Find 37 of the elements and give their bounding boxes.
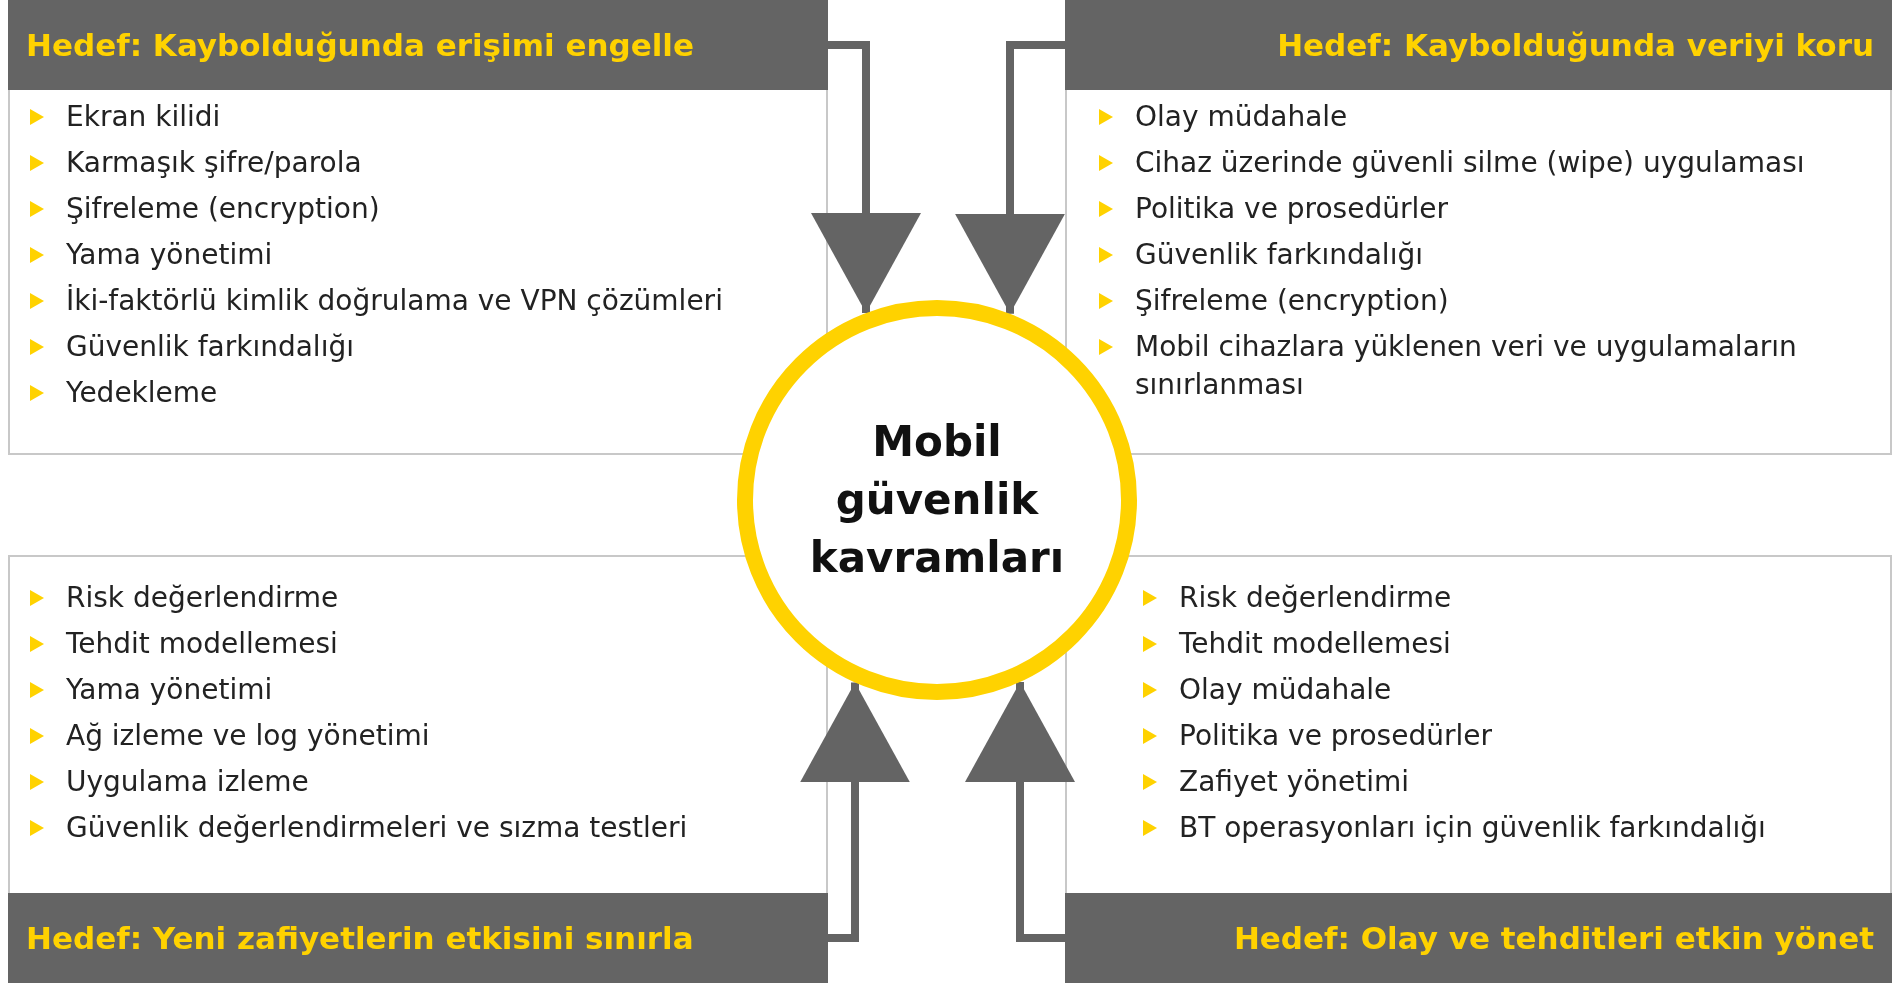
goal-heading: Hedef: Yeni zafiyetlerin etkisini sınırla (8, 893, 828, 983)
list-item: Ağ izleme ve log yönetimi (66, 718, 430, 754)
list-item: Şifreleme (encryption) (66, 191, 380, 227)
list-item: Şifreleme (encryption) (1135, 283, 1449, 319)
arrow (965, 682, 1075, 942)
circle-title: Mobil güvenlik kavramları (808, 416, 1066, 584)
goal-heading: Hedef: Kaybolduğunda veriyi koru (1065, 0, 1892, 90)
list-item: Yama yönetimi (66, 237, 273, 273)
arrow (800, 682, 910, 942)
goal-panel (8, 0, 828, 455)
list-item: Zafiyet yönetimi (1179, 764, 1410, 800)
list-item: Olay müdahale (1135, 99, 1348, 135)
list-item: Risk değerlendirme (1179, 580, 1452, 616)
list-item: Politika ve prosedürler (1135, 191, 1448, 227)
list-item: Ekran kilidi (66, 99, 221, 135)
list-item: Tehdit modellemesi (1179, 626, 1451, 662)
list-item: Risk değerlendirme (66, 580, 339, 616)
goal-heading: Hedef: Kaybolduğunda erişimi engelle (8, 0, 828, 90)
list-item: BT operasyonları için güvenlik farkındalığı (1179, 810, 1766, 846)
arrow (811, 41, 921, 313)
arrow (955, 41, 1065, 314)
list-item: Olay müdahale (1179, 672, 1392, 708)
list-item: Cihaz üzerinde güvenli silme (wipe) uygulaması (1135, 145, 1805, 181)
list-item: Güvenlik farkındalığı (1135, 237, 1423, 273)
list-item: Karmaşık şifre/parola (66, 145, 362, 181)
goal-panel (1065, 0, 1892, 455)
goal-heading: Hedef: Olay ve tehditleri etkin yönet (1065, 893, 1892, 983)
list-item: Yedekleme (66, 375, 218, 411)
list-item: İki-faktörlü kimlik doğrulama ve VPN çözümleri (66, 283, 723, 319)
list-item: Güvenlik farkındalığı (66, 329, 354, 365)
goal-panel (1065, 555, 1892, 983)
list-item: Güvenlik değerlendirmeleri ve sızma testleri (66, 810, 688, 846)
list-item: Yama yönetimi (66, 672, 273, 708)
list-item: Politika ve prosedürler (1179, 718, 1492, 754)
list-item: Tehdit modellemesi (66, 626, 338, 662)
list-item: Uygulama izleme (66, 764, 309, 800)
list-item: Mobil cihazlara yüklenen veri ve uygulamaların sınırlanması (1135, 329, 1798, 403)
